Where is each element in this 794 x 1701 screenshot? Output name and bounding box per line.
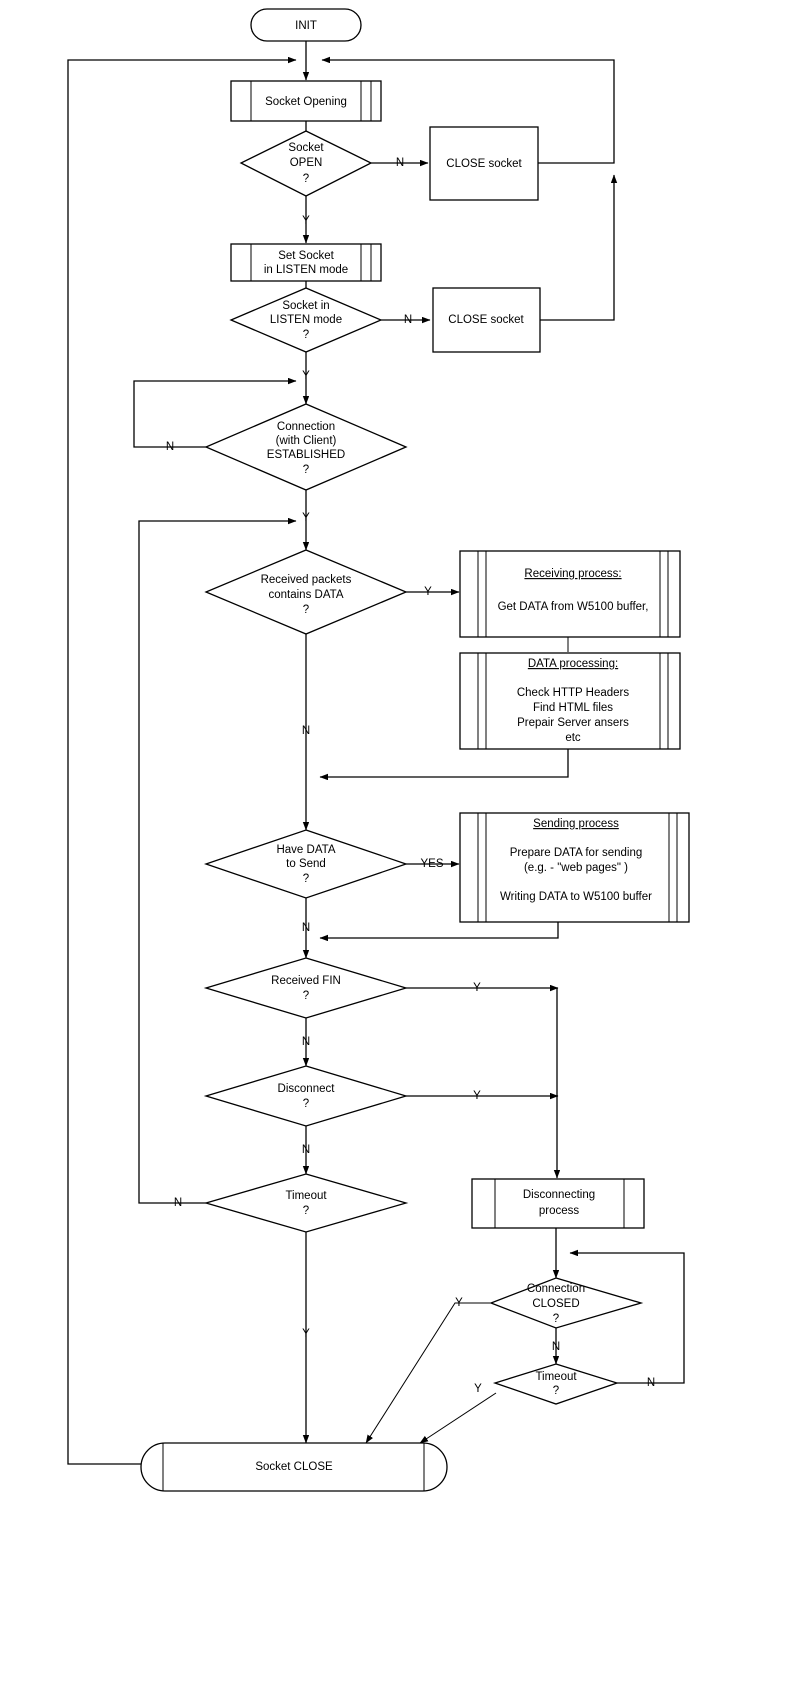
- edge-timeout2-no-loop: [569, 1249, 685, 1384]
- node-socket-opening-label: Socket Opening: [265, 96, 347, 108]
- node-close-socket-1[interactable]: CLOSE socket: [429, 126, 539, 201]
- node-socket-close-label: Socket CLOSE: [255, 1461, 333, 1473]
- node-disconnect-decision[interactable]: Disconnect ?: [203, 1065, 409, 1127]
- node-have-data-decision[interactable]: Have DATA to Send ?: [203, 829, 409, 899]
- node-close-socket-2[interactable]: CLOSE socket: [432, 287, 541, 353]
- node-have-data-line1: Have DATA: [276, 844, 335, 856]
- node-have-data-line2: to Send: [286, 858, 326, 870]
- edge-label-timeout-yes: Y: [302, 1328, 310, 1340]
- node-disconnecting-process-line1: Disconnecting: [523, 1189, 595, 1201]
- node-timeout-line2: ?: [303, 1205, 309, 1217]
- node-connection-closed-line3: ?: [553, 1313, 559, 1325]
- node-timeout2-decision[interactable]: Timeout ?: [492, 1363, 620, 1405]
- node-data-processing-line2: Find HTML files: [533, 702, 613, 714]
- edge-label-received-fin-yes: Y: [473, 982, 481, 994]
- node-listen-line3: ?: [303, 329, 309, 341]
- node-socket-open-decision[interactable]: Socket OPEN ?: [239, 130, 373, 197]
- edge-label-connection-no: N: [166, 441, 174, 453]
- node-init[interactable]: INIT: [250, 8, 362, 42]
- node-listen-line1: Socket in: [282, 300, 329, 312]
- node-disconnecting-process-line2: process: [539, 1205, 580, 1217]
- node-received-packets-line3: ?: [303, 604, 309, 616]
- node-data-processing-heading: DATA processing:: [528, 658, 618, 670]
- edge-label-timeout2-no: N: [647, 1377, 655, 1389]
- node-sending-process-line2: (e.g. - "web pages" ): [524, 862, 628, 874]
- node-connection-closed-line2: CLOSED: [532, 1298, 579, 1310]
- edge-label-listen-yes: Y: [302, 370, 310, 382]
- node-received-fin-line1: Received FIN: [271, 975, 341, 987]
- node-data-processing-line1: Check HTTP Headers: [517, 687, 630, 699]
- edge-close1-to-top: [321, 56, 615, 164]
- edge-connectionq-no-loop: [133, 377, 297, 448]
- edge-close2-to-right-rail: [540, 174, 618, 321]
- edge-label-listen-no: N: [404, 314, 412, 326]
- edge-timeoutq-no-loop: [138, 517, 297, 1204]
- node-connection-line3: ESTABLISHED: [267, 449, 345, 461]
- edge-label-timeout-no: N: [174, 1197, 182, 1209]
- node-socket-open-line3: ?: [303, 173, 309, 185]
- node-listen-decision[interactable]: Socket in LISTEN mode ?: [229, 287, 383, 353]
- node-sending-process-line3: Writing DATA to W5100 buffer: [500, 891, 652, 903]
- node-have-data-line3: ?: [303, 873, 309, 885]
- node-socket-open-line1: Socket: [288, 142, 324, 154]
- node-set-listen[interactable]: Set Socket in LISTEN mode: [230, 243, 382, 282]
- edge-label-received-fin-no: N: [302, 1036, 310, 1048]
- node-timeout-decision[interactable]: Timeout ?: [203, 1173, 409, 1233]
- node-data-processing-line4: etc: [565, 732, 581, 744]
- node-received-fin-line2: ?: [303, 990, 309, 1002]
- edge-sending-return: [319, 922, 559, 942]
- node-receiving-process-line1: Get DATA from W5100 buffer,: [498, 601, 649, 613]
- edge-label-received-data-no: N: [302, 725, 310, 737]
- node-receiving-process[interactable]: Receiving process: Get DATA from W5100 b…: [459, 550, 681, 638]
- edge-label-have-data-no: N: [302, 922, 310, 934]
- node-set-listen-line2: in LISTEN mode: [264, 264, 348, 276]
- node-socket-close[interactable]: Socket CLOSE: [140, 1442, 448, 1492]
- node-connection-closed-line1: Connection: [527, 1283, 585, 1295]
- node-disconnect-line2: ?: [303, 1098, 309, 1110]
- node-close-socket-1-label: CLOSE socket: [446, 158, 522, 170]
- node-disconnecting-process[interactable]: Disconnecting process: [471, 1178, 645, 1229]
- edge-dataprocessing-return: [319, 749, 569, 781]
- node-listen-line2: LISTEN mode: [270, 314, 342, 326]
- node-connection-closed-decision[interactable]: Connection CLOSED ?: [489, 1277, 644, 1329]
- node-received-packets-line2: contains DATA: [269, 589, 344, 601]
- node-timeout2-line2: ?: [553, 1385, 559, 1397]
- node-connection-line2: (with Client): [276, 435, 337, 447]
- node-close-socket-2-label: CLOSE socket: [448, 314, 524, 326]
- node-sending-process-heading: Sending process: [533, 818, 619, 830]
- node-received-fin-decision[interactable]: Received FIN ?: [203, 957, 409, 1019]
- node-socket-opening[interactable]: Socket Opening: [230, 80, 382, 122]
- node-set-listen-line1: Set Socket: [278, 250, 334, 262]
- edge-label-connection-closed-no: N: [552, 1341, 560, 1353]
- edge-timeout2-yes: [419, 1392, 497, 1444]
- edge-label-connection-yes: Y: [302, 512, 310, 524]
- node-data-processing-line3: Prepair Server ansers: [517, 717, 629, 729]
- node-timeout2-line1: Timeout: [535, 1371, 577, 1383]
- node-init-label: INIT: [295, 20, 317, 32]
- edge-label-disconnect-no: N: [302, 1144, 310, 1156]
- node-sending-process[interactable]: Sending process Prepare DATA for sending…: [459, 812, 690, 923]
- node-received-packets-line1: Received packets: [261, 574, 352, 586]
- edge-closedq-yes: [365, 1302, 492, 1444]
- node-connection-line1: Connection: [277, 421, 335, 433]
- edge-label-socket-open-no: N: [396, 157, 404, 169]
- node-disconnect-line1: Disconnect: [278, 1083, 336, 1095]
- node-timeout-line1: Timeout: [285, 1190, 327, 1202]
- edge-label-socket-open-yes: Y: [302, 215, 310, 227]
- node-received-packets-decision[interactable]: Received packets contains DATA ?: [204, 549, 408, 635]
- edge-label-disconnect-yes: Y: [473, 1090, 481, 1102]
- edge-label-connection-closed-yes: Y: [455, 1297, 463, 1309]
- node-receiving-process-heading: Receiving process:: [524, 568, 621, 580]
- node-socket-open-line2: OPEN: [290, 157, 323, 169]
- node-data-processing[interactable]: DATA processing: Check HTTP Headers Find…: [459, 652, 681, 750]
- node-connection-line4: ?: [303, 464, 309, 476]
- edge-socketclose-to-init-rail: [67, 56, 297, 1465]
- node-sending-process-line1: Prepare DATA for sending: [510, 847, 643, 859]
- node-connection-established-decision[interactable]: Connection (with Client) ESTABLISHED ?: [204, 403, 408, 491]
- edge-label-have-data-yes: YES: [420, 858, 443, 870]
- edge-label-timeout2-yes: Y: [474, 1383, 482, 1395]
- edge-label-received-data-yes: Y: [424, 586, 432, 598]
